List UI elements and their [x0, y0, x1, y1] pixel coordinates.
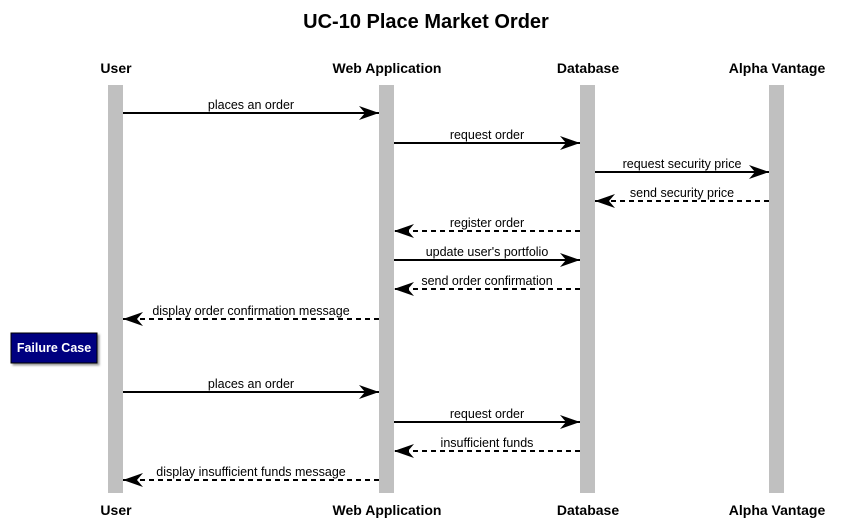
message-label-10: request order	[450, 407, 524, 421]
failure-case-label: Failure Case	[17, 341, 91, 355]
actor-footer-user: User	[100, 502, 132, 518]
message-label-8: display order confirmation message	[152, 304, 349, 318]
lifeline-web-application	[379, 85, 394, 493]
message-label-6: update user's portfolio	[426, 245, 549, 259]
actor-label-alpha-vantage: Alpha Vantage	[729, 60, 826, 76]
message-label-2: request order	[450, 128, 524, 142]
actor-label-web-application: Web Application	[333, 60, 442, 76]
message-label-7: send order confirmation	[421, 274, 552, 288]
message-label-3: request security price	[623, 157, 742, 171]
diagram-title: UC-10 Place Market Order	[303, 11, 549, 33]
actor-footer-web-application: Web Application	[333, 502, 442, 518]
message-group: places an order request order request secu…	[123, 98, 769, 487]
lifeline-alpha-vantage	[769, 85, 784, 493]
message-label-9: places an order	[208, 377, 294, 391]
message-label-1: places an order	[208, 98, 294, 112]
failure-case-note: Failure Case	[10, 332, 98, 364]
actor-footer-database: Database	[557, 502, 619, 518]
message-label-5: register order	[450, 216, 524, 230]
message-label-12: display insufficient funds message	[156, 465, 346, 479]
lifeline-database	[580, 85, 595, 493]
message-label-11: insufficient funds	[441, 436, 534, 450]
lifeline-user	[108, 85, 123, 493]
actor-label-database: Database	[557, 60, 619, 76]
actor-label-user: User	[100, 60, 132, 76]
actor-footer-alpha-vantage: Alpha Vantage	[729, 502, 826, 518]
message-label-4: send security price	[630, 186, 734, 200]
